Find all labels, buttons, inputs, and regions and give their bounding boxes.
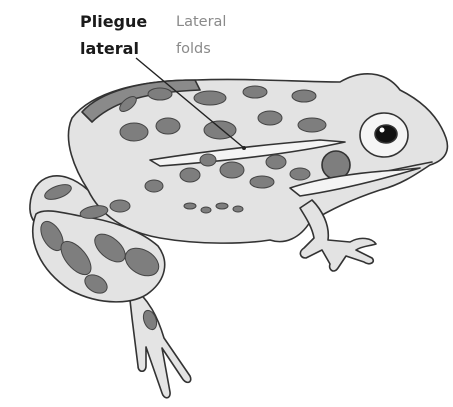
front-arm bbox=[300, 200, 376, 271]
leader-line-end bbox=[242, 146, 246, 150]
frog-pupil bbox=[375, 125, 397, 143]
eye-highlight bbox=[380, 128, 385, 133]
